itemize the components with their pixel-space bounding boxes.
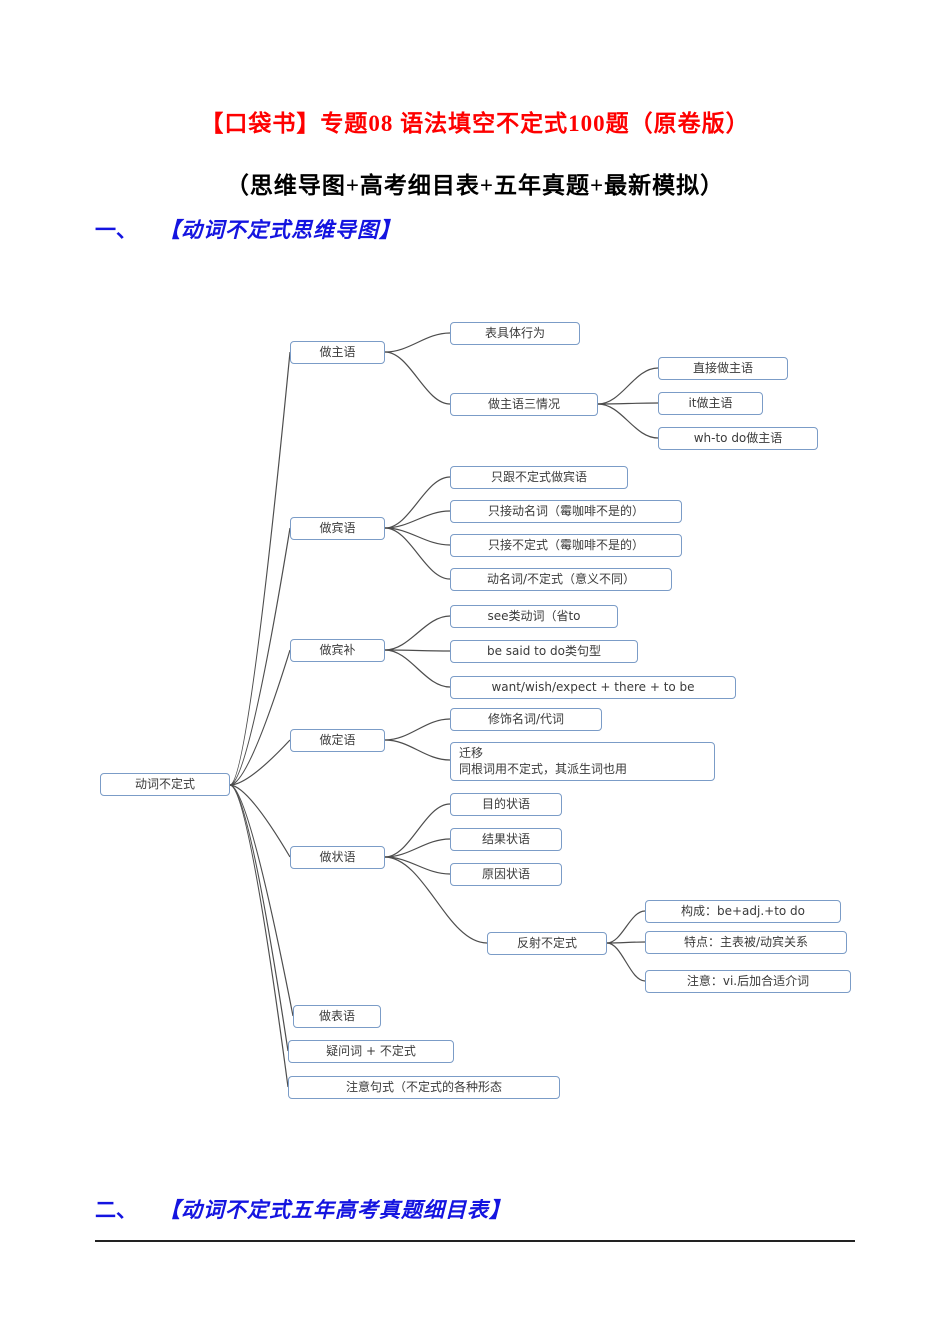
mindmap-node-zhijiezhuyu: 直接做主语 <box>658 357 788 380</box>
mindmap-node-mudi: 目的状语 <box>450 793 562 816</box>
mindmap-node-root: 动词不定式 <box>100 773 230 796</box>
mindmap-node-zhuangyu: 做状语 <box>290 846 385 869</box>
mindmap-node-qianyi-line2: 同根词用不定式，其派生词也用 <box>459 761 628 776</box>
mindmap-node-seelei: see类动词（省to <box>450 605 618 628</box>
mindmap-node-fanshe: 反射不定式 <box>487 932 607 955</box>
mindmap-node-binbu: 做宾补 <box>290 639 385 662</box>
mindmap-node-zhuyu: 做主语 <box>290 341 385 364</box>
section-heading-1: 一、【动词不定式思维导图】 <box>95 214 401 244</box>
mindmap-node-yiyibutong: 动名词/不定式（意义不同） <box>450 568 672 591</box>
section1-title: 【动词不定式思维导图】 <box>159 218 401 242</box>
mindmap-node-tedian: 特点：主表被/动宾关系 <box>645 931 847 954</box>
mindmap-node-dingyu: 做定语 <box>290 729 385 752</box>
mindmap-node-zhuyi: 注意：vi.后加合适介词 <box>645 970 851 993</box>
section1-number: 一、 <box>95 218 137 242</box>
mindmap-node-zhijiedongmingci: 只接动名词（霉咖啡不是的） <box>450 500 682 523</box>
mindmap-node-qianyi: 迁移 同根词用不定式，其派生词也用 <box>450 742 715 782</box>
section2-number: 二、 <box>95 1198 137 1222</box>
mindmap-node-biaojuti: 表具体行为 <box>450 322 580 345</box>
mindmap-node-sanqingkuang: 做主语三情况 <box>450 393 598 416</box>
mindmap-node-binyu: 做宾语 <box>290 517 385 540</box>
mindmap-node-qianyi-line1: 迁移 <box>459 746 484 760</box>
page-title: 【口袋书】专题08 语法填空不定式100题（原卷版） <box>200 111 750 136</box>
mindmap-node-zhuyijushi: 注意句式（不定式的各种形态 <box>288 1076 560 1099</box>
mindmap-node-zhijiebudingshi: 只接不定式（霉咖啡不是的） <box>450 534 682 557</box>
mindmap-node-jieguo: 结果状语 <box>450 828 562 851</box>
mindmap-node-goucheng: 构成：be+adj.+to do <box>645 900 841 923</box>
section-heading-2: 二、【动词不定式五年高考真题细目表】 <box>95 1194 511 1224</box>
mindmap-node-yuanyin: 原因状语 <box>450 863 562 886</box>
mindmap-node-biaoyu: 做表语 <box>293 1005 381 1028</box>
section2-title: 【动词不定式五年高考真题细目表】 <box>159 1198 511 1222</box>
mindmap-node-besaid: be said to do类句型 <box>450 640 638 663</box>
mindmap-node-zhigenbudingshi: 只跟不定式做宾语 <box>450 466 628 489</box>
mindmap-node-yiwenci: 疑问词 + 不定式 <box>288 1040 454 1063</box>
page-subtitle: （思维导图+高考细目表+五年真题+最新模拟） <box>225 173 725 198</box>
mindmap-node-wantwish: want/wish/expect + there + to be <box>450 676 736 699</box>
horizontal-divider <box>95 1240 855 1242</box>
mindmap-node-whtodo: wh-to do做主语 <box>658 427 818 450</box>
mindmap-node-xiushi: 修饰名词/代词 <box>450 708 602 731</box>
mindmap-node-itzhuyu: it做主语 <box>658 392 763 415</box>
